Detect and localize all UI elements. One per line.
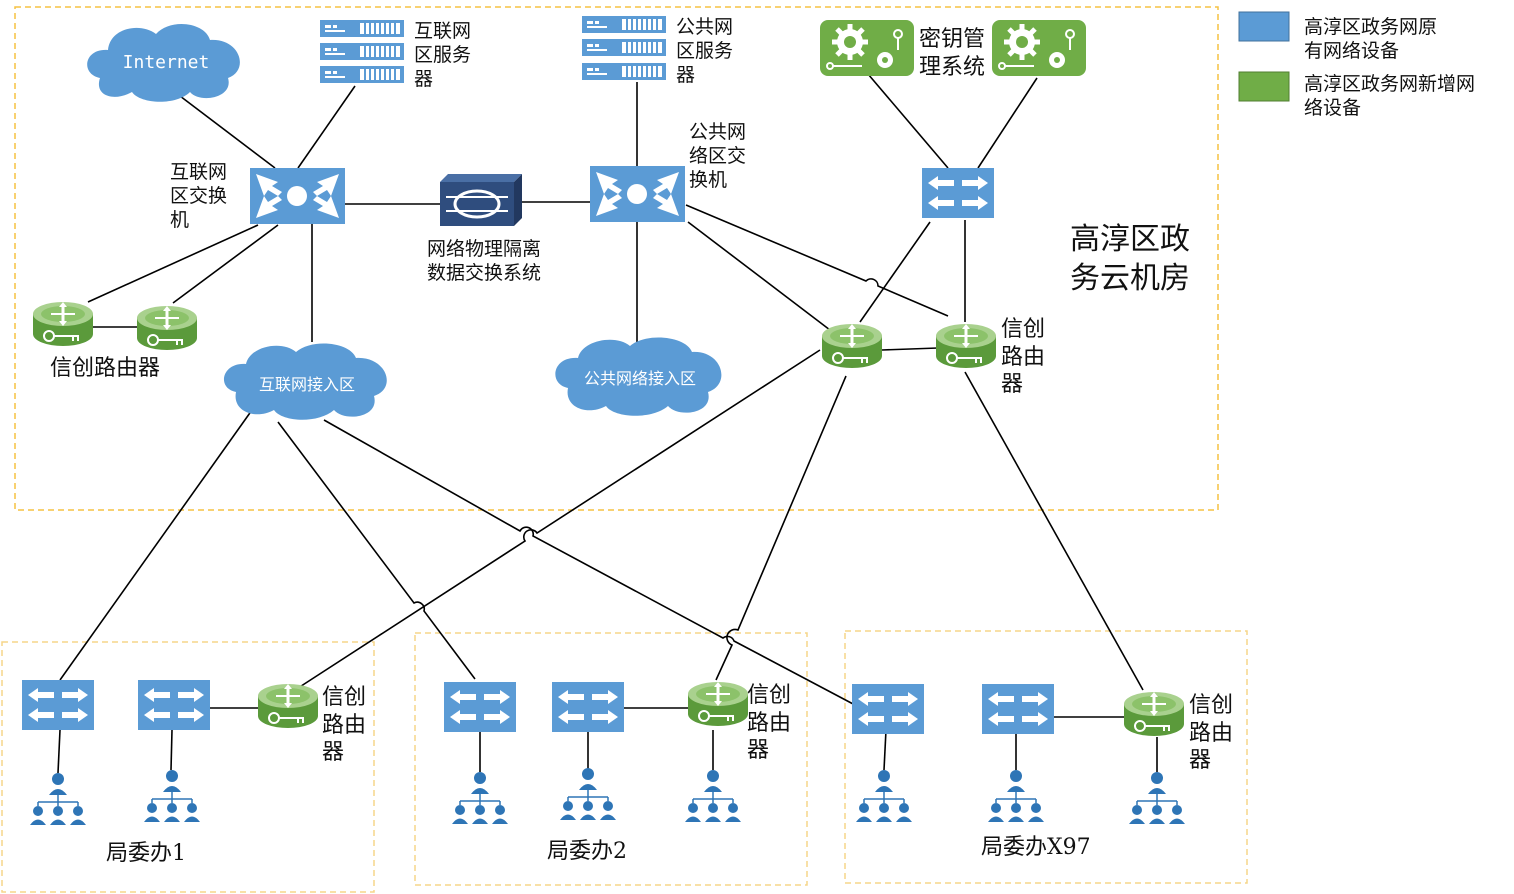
- datacenter-region: [14, 6, 1219, 511]
- office1-router-icon: [256, 682, 320, 730]
- office1-region: [1, 641, 375, 893]
- internet-access-label: 互联网接入区: [259, 375, 355, 394]
- public-servers: [582, 16, 666, 80]
- office3-switch-b-icon: [982, 684, 1054, 734]
- xc-router-right-label: 信创 路由 器: [1001, 317, 1046, 397]
- office2-router-label: 信创 路由 器: [747, 683, 792, 763]
- key-mgmt-left-icon: [820, 20, 914, 76]
- public-access-label: 公共网络接入区: [584, 369, 696, 388]
- office2-name: 局委办2: [547, 839, 627, 864]
- office2-switch-a-icon: [444, 682, 516, 732]
- xc-router-center-b-icon: [934, 322, 998, 370]
- internet-switch-label: 互联网 区交换 机: [170, 161, 228, 231]
- connection-lines: [57, 73, 1158, 774]
- office3-users-c-icon: [1128, 771, 1186, 825]
- legend-new-label: 高淳区政务网新增网 络设备: [1304, 73, 1476, 119]
- office3-users-a-icon: [855, 769, 913, 823]
- xc-router-left-b-icon: [135, 304, 199, 352]
- internet-servers-label: 互联网 区服务 器: [414, 20, 472, 90]
- internet-access-cloud: 互联网接入区: [223, 343, 387, 420]
- key-mgmt-label: 密钥管 理系统: [919, 27, 986, 80]
- key-mgmt-right-icon: [992, 20, 1086, 76]
- legend-swatch-new: [1238, 71, 1290, 102]
- public-switch-label: 公共网 络区交 换机: [689, 121, 747, 191]
- xc-router-center-a-icon: [820, 322, 884, 370]
- public-servers-label: 公共网 区服务 器: [676, 16, 734, 86]
- office3-router-label: 信创 路由 器: [1189, 693, 1234, 773]
- office2-users-a-icon: [451, 771, 509, 825]
- public-zone-switch-icon: [590, 166, 685, 222]
- office3-name: 局委办X97: [981, 835, 1091, 860]
- datacenter-switch-icon: [922, 168, 994, 218]
- office1-switch-a-icon: [22, 680, 94, 730]
- internet-cloud: Internet: [87, 23, 240, 102]
- office3-switch-a-icon: [852, 684, 924, 734]
- office1-name: 局委办1: [106, 841, 186, 866]
- legend-swatch-legacy: [1238, 11, 1290, 42]
- office2-region: [414, 632, 808, 886]
- office2-router-icon: [686, 680, 750, 728]
- public-access-cloud: 公共网络接入区: [555, 337, 722, 416]
- isolation-label: 网络物理隔离 数据交换系统: [427, 238, 542, 284]
- office1-users-a-icon: [29, 772, 87, 826]
- legend-legacy-label: 高淳区政务网原 有网络设备: [1304, 16, 1438, 62]
- office3-users-b-icon: [987, 769, 1045, 823]
- internet-zone-switch-icon: [250, 168, 345, 224]
- office2-users-b-icon: [559, 767, 617, 821]
- office2-switch-b-icon: [552, 682, 624, 732]
- office3-router-icon: [1122, 690, 1186, 738]
- office3-region: [844, 630, 1248, 884]
- office1-router-label: 信创 路由 器: [322, 685, 367, 765]
- isolation-system-icon: [440, 174, 522, 226]
- internet-servers: [320, 20, 404, 83]
- internet-cloud-label: Internet: [123, 52, 210, 73]
- xc-router-left-a-icon: [31, 300, 95, 348]
- datacenter-title: 高淳区政 务云机房: [1070, 222, 1190, 296]
- xc-router-left-label: 信创路由器: [50, 356, 161, 381]
- office1-users-b-icon: [143, 769, 201, 823]
- office2-users-c-icon: [684, 769, 742, 823]
- office1-switch-b-icon: [138, 680, 210, 730]
